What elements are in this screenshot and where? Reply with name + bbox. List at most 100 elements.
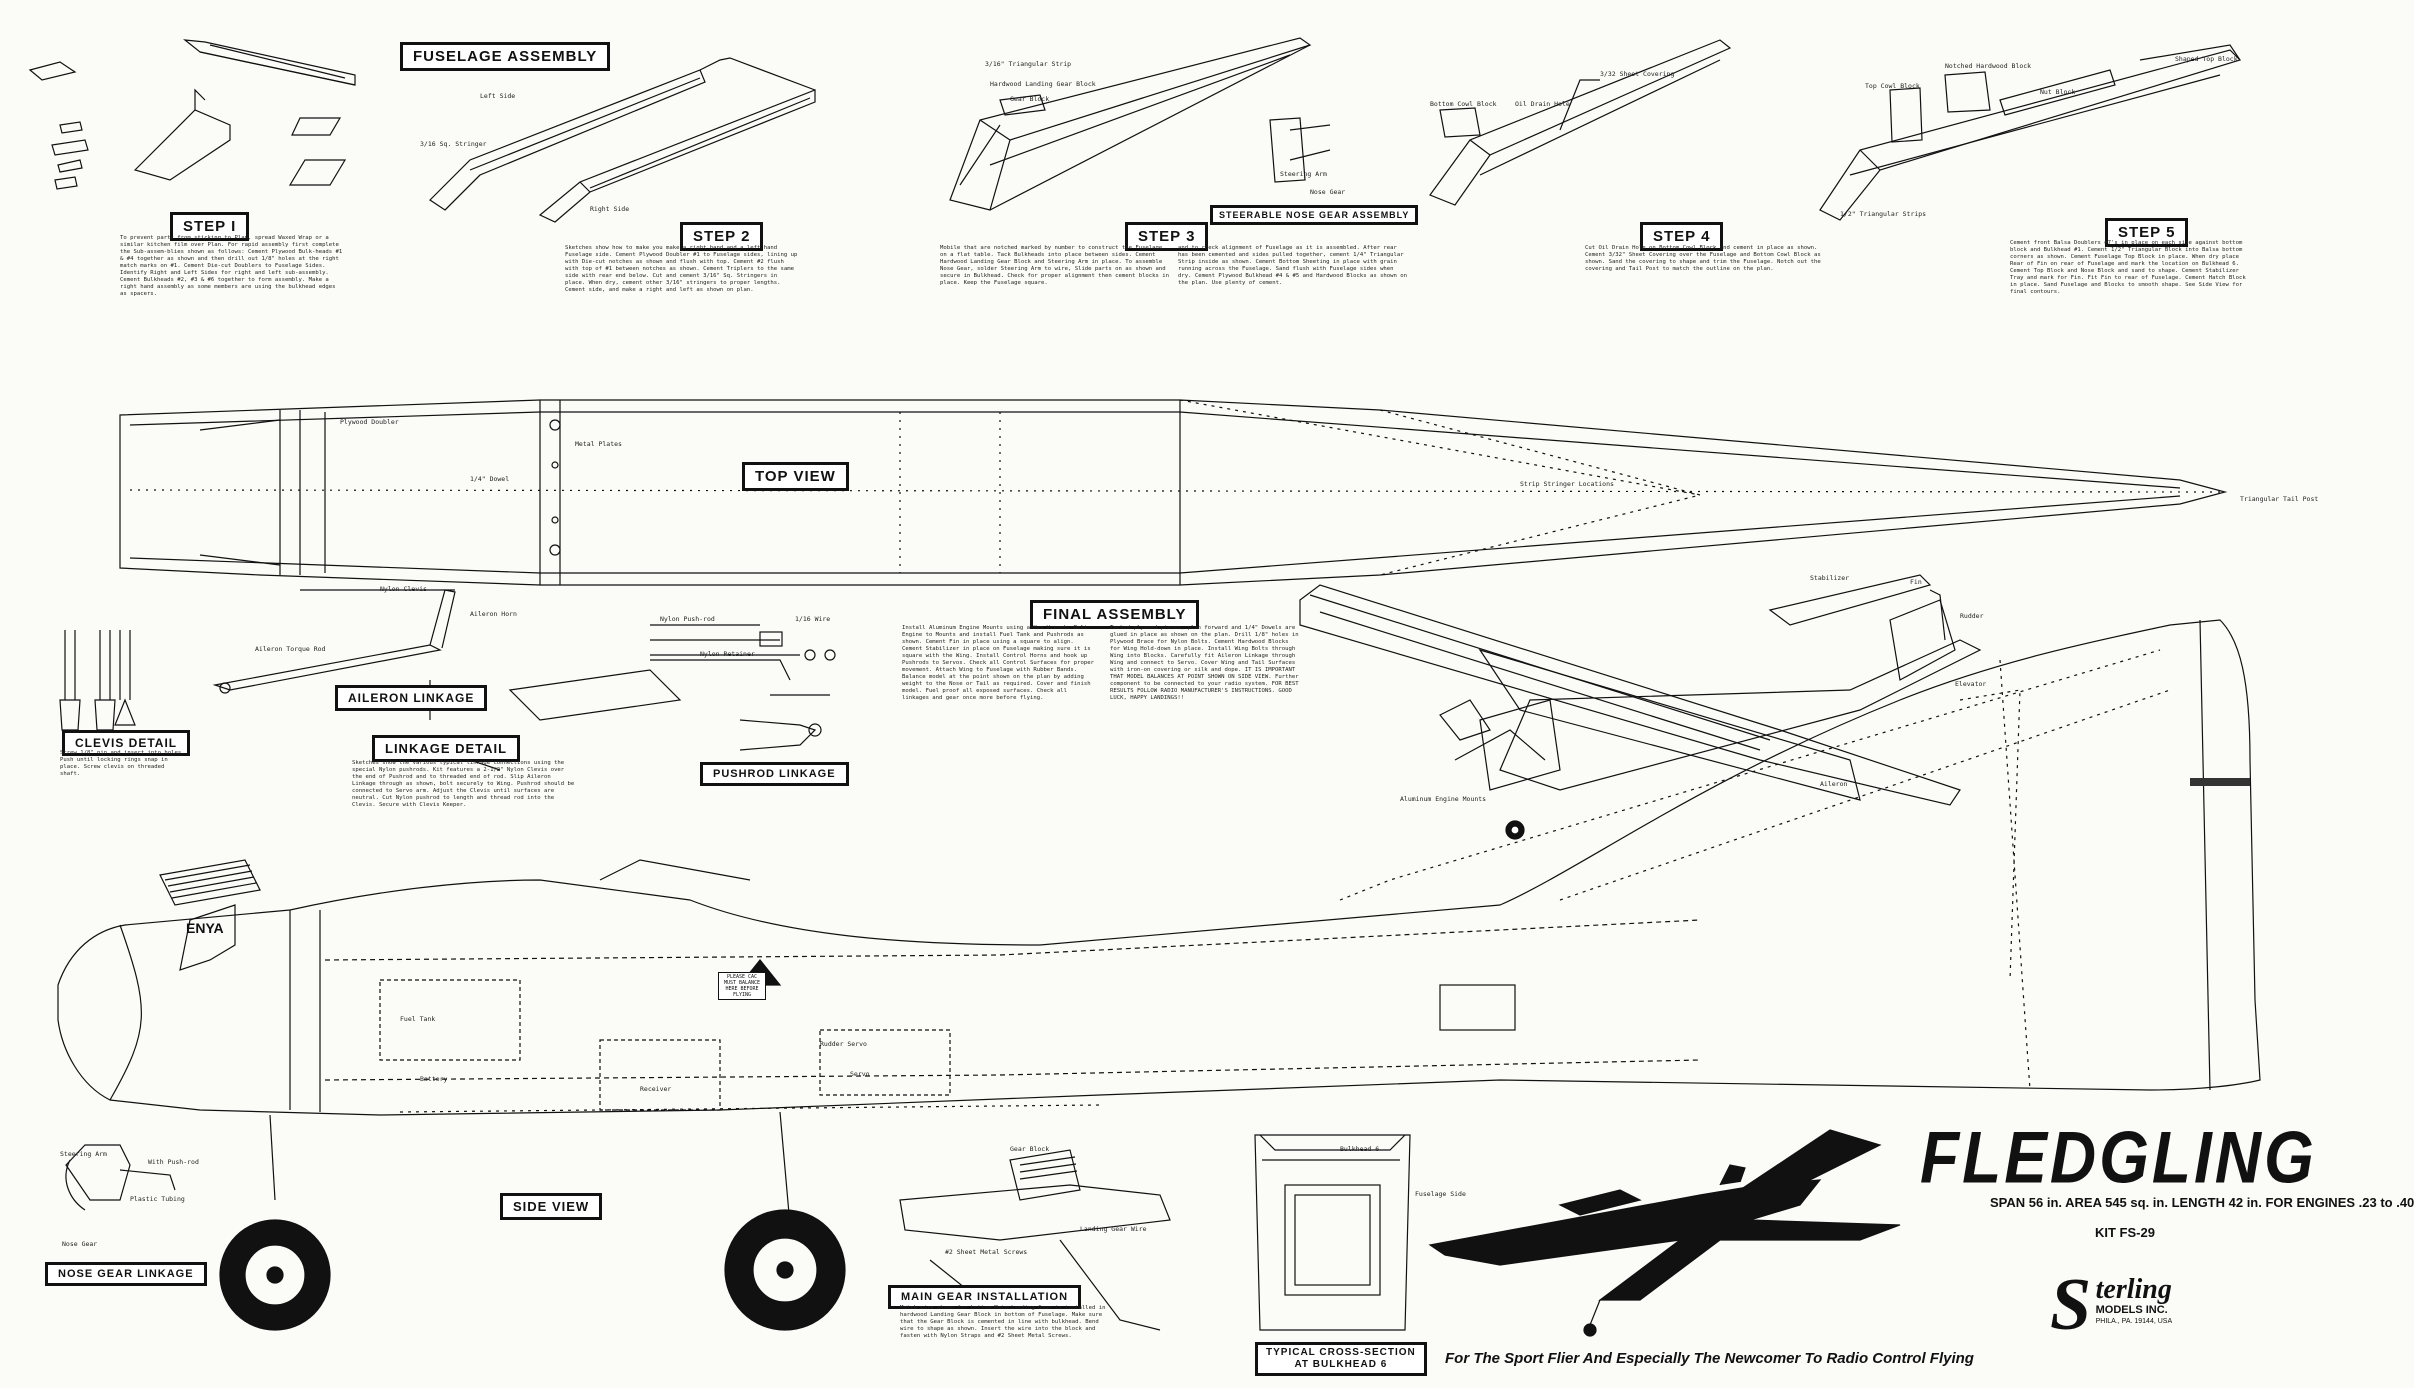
label-elevator: Elevator (1955, 680, 1987, 688)
main-gear-notes: Match wire shown for bottom Main Landing… (900, 1305, 1110, 1340)
label-hardwood-lg-block: Hardwood Landing Gear Block (990, 80, 1096, 88)
step5-title: STEP 5 (2105, 218, 2189, 247)
aileron-linkage-title: AILERON LINKAGE (335, 685, 488, 711)
label-aileron: Aileron (1820, 780, 1848, 788)
cross-section-line2: AT BULKHEAD 6 (1294, 1359, 1388, 1370)
step1-title: STEP I (170, 212, 250, 241)
label-gear-block-main: Gear Block (1010, 1145, 1050, 1153)
step2-text: Sketches show how to make you make a rig… (565, 245, 798, 293)
main-gear-installation-title: MAIN GEAR INSTALLATION (888, 1285, 1082, 1309)
final-assembly-text-2: Tacked plywood pieces, plan forward and … (1110, 625, 1299, 701)
final-assembly-notes-2: Tacked plywood pieces, plan forward and … (1110, 625, 1300, 702)
linkage-detail-text: Sketches show the various typical linkag… (352, 760, 575, 808)
logo-address: PHILA., PA. 19144, USA (2095, 1318, 2173, 1325)
label-retainer: Nylon Retainer (700, 650, 755, 658)
plan-drawing (28, 37, 2261, 1337)
label-top-block: Shaped Top Block (2175, 55, 2238, 63)
step3-fuselage-frame (949, 37, 1331, 211)
label-tail-post: Triangular Tail Post (2240, 495, 2319, 503)
main-gear-text: Match wire shown for bottom Main Landing… (900, 1305, 1106, 1339)
balance-warning-label: PLEASE CAC MUST BALANCE HERE BEFORE FLYI… (718, 972, 766, 1000)
main-gear-sketch (899, 1149, 1171, 1331)
label-clevis: Nylon Clevis (380, 585, 427, 593)
label-left-side: Left Side (480, 92, 516, 100)
top-view-fuselage (119, 399, 2228, 586)
label-bulkhead6: Bulkhead 6 (1340, 1145, 1380, 1153)
steerable-nose-gear-title: STEERABLE NOSE GEAR ASSEMBLY (1210, 205, 1419, 225)
wheels (219, 1209, 846, 1331)
final-assembly-notes: Install Aluminum Engine Mounts using a H… (902, 625, 1097, 702)
step4-title: STEP 4 (1640, 222, 1724, 251)
clevis-detail-text: Screw 1/8" pin and insert into holes. Pu… (60, 750, 185, 777)
nose-gear-linkage-title: NOSE GEAR LINKAGE (45, 1262, 207, 1286)
step5-notes: Cement front Balsa Doublers #7's in plac… (2010, 240, 2250, 296)
step2-notes: Sketches show how to make you make a rig… (565, 245, 800, 294)
logo-subtitle: MODELS INC. (2095, 1304, 2168, 1316)
label-plastic-tubing: Plastic Tubing (130, 1195, 185, 1203)
label-with-pushrod: With Push-rod (148, 1158, 199, 1166)
label-nut-block: Nut Block (2040, 88, 2076, 96)
clevis-detail-title: CLEVIS DETAIL (62, 730, 191, 756)
cross-section-line1: TYPICAL CROSS-SECTION (1266, 1347, 1416, 1358)
label-half-tri: 1/2" Triangular Strips (1840, 210, 1927, 218)
model-specs: SPAN 56 in. AREA 545 sq. in. LENGTH 42 i… (1990, 1195, 2414, 1210)
step2-title: STEP 2 (680, 222, 764, 251)
step4-notes: Cut Oil Drain Hole on Bottom Cowl Block … (1585, 245, 1825, 273)
engine-mark: ENYA (186, 920, 224, 936)
label-aileron-horn: Aileron Horn (470, 610, 517, 618)
clevis-detail-notes: Screw 1/8" pin and insert into holes. Pu… (60, 750, 185, 778)
step3-title: STEP 3 (1125, 222, 1209, 251)
label-receiver: Receiver (640, 1085, 672, 1093)
logo-plane-silhouette (1428, 1129, 1901, 1337)
pushrod-linkage-title: PUSHROD LINKAGE (700, 762, 849, 786)
label-dowel: 1/4" Dowel (470, 475, 510, 483)
fuselage-assembly-title: FUSELAGE ASSEMBLY (400, 42, 611, 71)
step3b-notes: and to check alignment of Fuselage as it… (1178, 245, 1408, 287)
label-rudder: Rudder (1960, 612, 1984, 620)
tagline: For The Sport Flier And Especially The N… (1445, 1350, 1974, 1367)
label-cowl-block: Top Cowl Block (1865, 82, 1920, 90)
logo-s-mark: S (2050, 1264, 2092, 1346)
label-triangular-strip: 3/16" Triangular Strip (985, 60, 1072, 68)
label-servo: Servo (850, 1070, 870, 1078)
clevis-detail-drawing (59, 630, 136, 731)
final-assembly-plane (1299, 574, 1982, 840)
label-stabilizer: Stabilizer (1810, 574, 1850, 582)
label-fuel-tank: Fuel Tank (400, 1015, 436, 1023)
label-strap-screws: #2 Sheet Metal Screws (945, 1248, 1028, 1256)
label-steering-arm: Steering Arm (1280, 170, 1327, 178)
label-metal-plates: Metal Plates (575, 440, 622, 448)
label-landing-gear-wire: Landing Gear Wire (1080, 1225, 1147, 1233)
linkage-detail-notes: Sketches show the various typical linkag… (352, 760, 577, 809)
step1-parts (28, 39, 356, 190)
logo-text-group: terling MODELS INC. PHILA., PA. 19144, U… (2095, 1274, 2173, 1326)
label-torque-rod: Aileron Torque Rod (255, 645, 326, 653)
label-battery: Battery (420, 1075, 448, 1083)
side-view-fuselage (57, 619, 2261, 1226)
step3b-text: and to check alignment of Fuselage as it… (1178, 245, 1408, 286)
label-nose-gear-side: Nose Gear (62, 1240, 98, 1248)
step3-notes: Mobile that are notched marked by number… (940, 245, 1170, 287)
final-assembly-title: FINAL ASSEMBLY (1030, 600, 1200, 629)
label-plywood-doubler: Plywood Doubler (340, 418, 399, 426)
label-wire: 1/16 Wire (795, 615, 831, 623)
label-gear-block: Gear Block (1010, 95, 1050, 103)
label-hatch-block: Notched Hardwood Block (1945, 62, 2032, 70)
linkage-detail-title: LINKAGE DETAIL (372, 735, 521, 762)
label-fuselage-side: Fuselage Side (1415, 1190, 1466, 1198)
label-nose-gear: Nose Gear (1310, 188, 1346, 196)
label-bottom-cowl: Bottom Cowl Block (1430, 100, 1497, 108)
final-assembly-text: Install Aluminum Engine Mounts using a H… (902, 625, 1094, 701)
label-right-side: Right Side (590, 205, 630, 213)
label-engine-mounts: Aluminum Engine Mounts (1400, 795, 1487, 803)
label-strip-stringer: Strip Stringer Locations (1520, 480, 1614, 488)
label-stringer: 3/16 Sq. Stringer (420, 140, 487, 148)
label-rudder-servo: Rudder Servo (820, 1040, 867, 1048)
cross-section-bulkhead6 (1254, 1134, 1411, 1331)
label-steering-arm-side: Steering Arm (60, 1150, 107, 1158)
top-view-title: TOP VIEW (742, 462, 849, 491)
step5-text: Cement front Balsa Doublers #7's in plac… (2010, 240, 2246, 295)
logo-word: terling (2095, 1274, 2172, 1305)
step4-fuselage (1429, 39, 1732, 206)
side-view-title: SIDE VIEW (500, 1193, 603, 1220)
